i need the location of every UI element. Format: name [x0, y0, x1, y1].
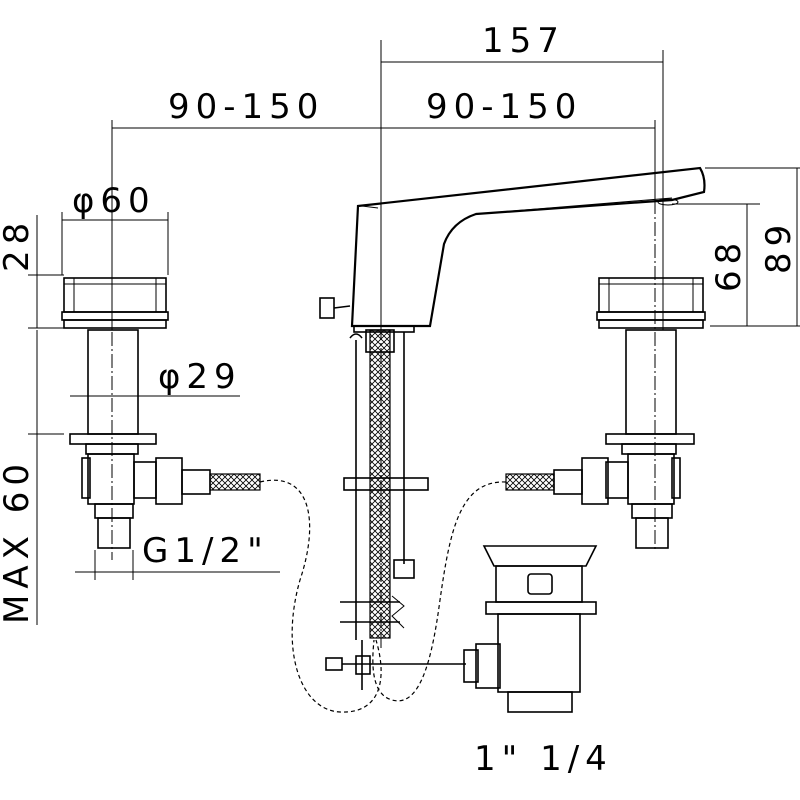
right-handle-valve	[505, 277, 706, 549]
dimension-handle-diameter: φ60	[72, 181, 156, 221]
spout	[319, 166, 706, 328]
dimension-lines	[28, 40, 800, 650]
left-handle-valve	[61, 277, 261, 549]
dimension-handle-height: 28	[0, 217, 37, 272]
dimension-spacing-right: 90-150	[426, 87, 582, 127]
hose-routes	[259, 479, 507, 713]
dimension-waste-size: 1" 1/4	[474, 739, 613, 779]
dimension-overall-depth: 157	[482, 21, 565, 61]
spout-shank	[340, 325, 429, 640]
dimension-connection-thread: G1/2"	[142, 531, 269, 571]
dimension-shank-diameter: φ29	[158, 357, 242, 397]
dimension-overall-height: 89	[759, 219, 799, 274]
dimension-max-deck-thickness: MAX 60	[0, 458, 37, 624]
dimension-spacing-left: 90-150	[168, 87, 324, 127]
pop-up-waste	[325, 545, 598, 713]
dimension-spout-clearance: 68	[709, 237, 749, 292]
